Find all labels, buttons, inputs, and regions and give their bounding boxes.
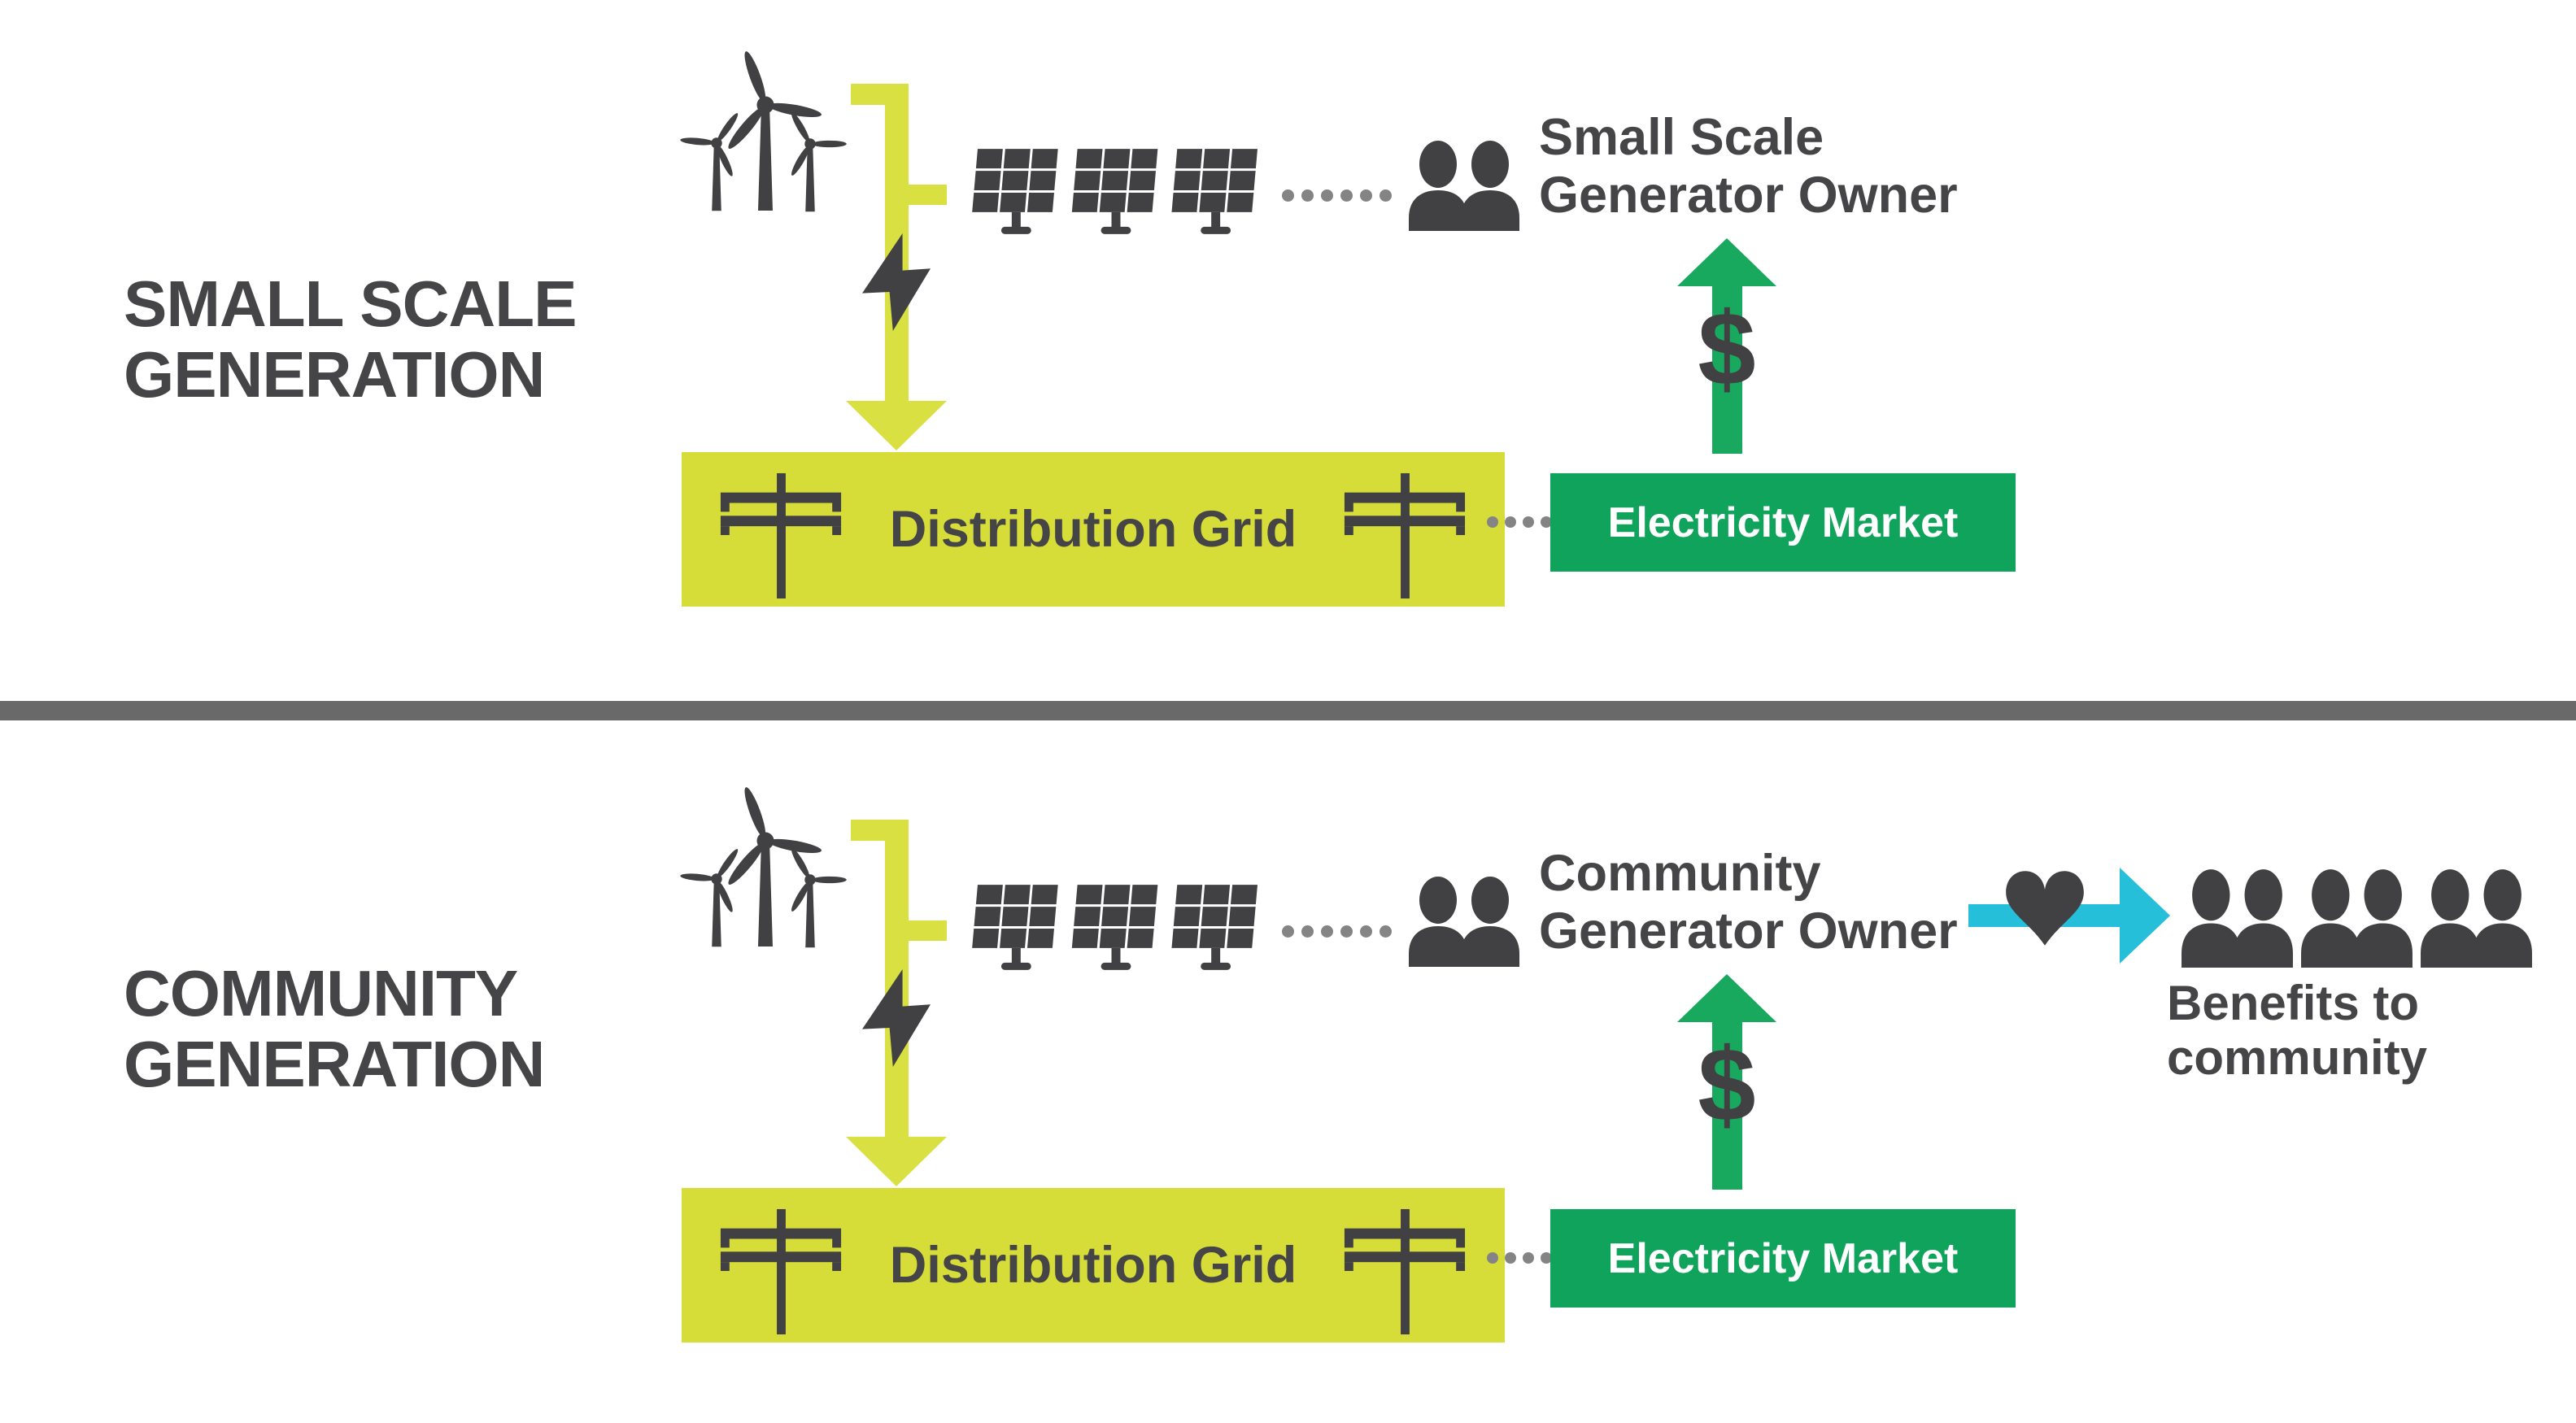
wind-turbines-icon	[680, 59, 848, 213]
community-generation-section: COMMUNITY GENERATION Community Generator…	[0, 736, 2576, 1423]
green-money-arrow-head	[1677, 238, 1776, 286]
distribution-grid-box: Distribution Grid	[682, 1188, 1505, 1342]
dotted-connector-grid-to-market	[1487, 1252, 1552, 1264]
section-title: COMMUNITY GENERATION	[124, 957, 545, 1100]
power-pole-icon	[1344, 1208, 1466, 1335]
solar-panels-icon	[970, 149, 1257, 234]
cyan-benefit-arrow-head	[2120, 868, 2170, 964]
community-people-icon	[2178, 868, 2536, 968]
electricity-market-box: Electricity Market	[1550, 473, 2016, 572]
solar-panels-icon	[970, 885, 1257, 970]
benefits-label-line2: community	[2167, 1030, 2428, 1085]
green-money-arrow-shaft	[1712, 285, 1742, 454]
generator-owner-label-line2: Generator Owner	[1539, 903, 1958, 960]
people-pair-icon	[1409, 877, 1519, 967]
distribution-grid-label: Distribution Grid	[889, 501, 1297, 558]
section-title-line1: SMALL SCALE	[124, 268, 577, 340]
generator-owner-label-line2: Generator Owner	[1539, 167, 1958, 224]
generator-owner-label: Community Generator Owner	[1539, 845, 1958, 960]
benefits-to-community-label: Benefits to community	[2167, 976, 2427, 1085]
generator-owner-label: Small Scale Generator Owner	[1539, 109, 1958, 224]
generator-owner-label-line1: Community	[1539, 845, 1821, 902]
people-pair-icon	[1409, 141, 1519, 231]
section-title-line1: COMMUNITY	[124, 957, 518, 1029]
dotted-connector-panels-to-owner	[1282, 925, 1392, 938]
dotted-connector-grid-to-market	[1487, 516, 1552, 528]
section-title-line2: GENERATION	[124, 1028, 545, 1100]
electricity-market-label: Electricity Market	[1607, 1234, 1959, 1282]
dollar-sign-icon: $	[1698, 291, 1756, 407]
benefits-label-line1: Benefits to	[2167, 976, 2420, 1030]
green-money-arrow-head	[1677, 974, 1776, 1022]
section-title: SMALL SCALE GENERATION	[124, 268, 577, 411]
green-money-arrow-shaft	[1712, 1020, 1742, 1190]
yellow-flow-arrow-branch	[888, 185, 947, 205]
yellow-flow-arrow-branch	[888, 920, 947, 941]
power-pole-icon	[1344, 472, 1466, 599]
electricity-market-label: Electricity Market	[1607, 498, 1959, 546]
dollar-sign-icon: $	[1698, 1027, 1756, 1143]
yellow-flow-arrow-head	[846, 401, 947, 450]
generator-owner-label-line1: Small Scale	[1539, 109, 1824, 166]
lightning-bolt-icon	[862, 233, 931, 331]
section-title-line2: GENERATION	[124, 338, 545, 411]
lightning-bolt-icon	[862, 969, 931, 1067]
electricity-market-box: Electricity Market	[1550, 1209, 2016, 1308]
small-scale-generation-section: SMALL SCALE GENERATION Small Scale Gener…	[0, 0, 2576, 701]
dotted-connector-panels-to-owner	[1282, 189, 1392, 202]
section-divider	[0, 701, 2576, 720]
distribution-grid-box: Distribution Grid	[682, 452, 1505, 607]
wind-turbines-icon	[680, 794, 848, 949]
yellow-flow-arrow-head	[846, 1137, 947, 1186]
distribution-grid-label: Distribution Grid	[889, 1237, 1297, 1294]
heart-icon	[2006, 871, 2084, 946]
